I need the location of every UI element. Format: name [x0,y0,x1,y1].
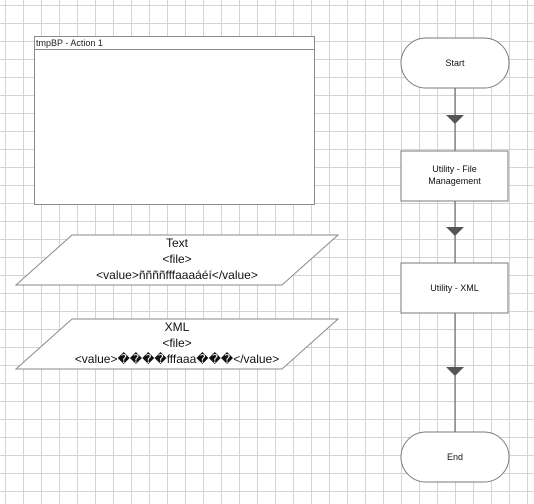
data-item-xml-line2: <file> [162,336,192,350]
arrow-head-2 [446,227,464,236]
data-item-text-name: Text [165,236,188,250]
data-item-text-label: Text <file> <value>ññññfffaaaáéí</value> [16,235,338,283]
stage-xml-label: Utility - XML [430,283,479,293]
data-item-xml-label: XML <file> <value>����fffaaa���</value> [16,319,338,367]
stage-file-management[interactable] [400,150,509,202]
data-item-text-line2: <file> [162,252,192,266]
data-item-xml-shape[interactable] [14,318,340,370]
end-node[interactable] [400,431,510,483]
stage-file-management-label: Utility - File Management [428,164,481,186]
data-item-text-shape[interactable] [14,234,340,286]
start-node[interactable] [400,37,510,89]
stage-xml[interactable] [400,262,509,314]
end-label: End [446,452,463,462]
data-item-xml-line3: <value>����fffaaa���</value> [74,352,280,366]
data-item-xml-name: XML [164,320,190,334]
data-item-text-line3: <value>ññññfffaaaáéí</value> [96,268,258,282]
arrow-head-3 [446,367,464,376]
block-title: tmpBP - Action 1 [35,37,314,50]
block-tmpbp-action-1[interactable]: tmpBP - Action 1 [34,36,315,205]
arrow-head-1 [446,115,464,124]
start-label: Start [445,58,465,68]
